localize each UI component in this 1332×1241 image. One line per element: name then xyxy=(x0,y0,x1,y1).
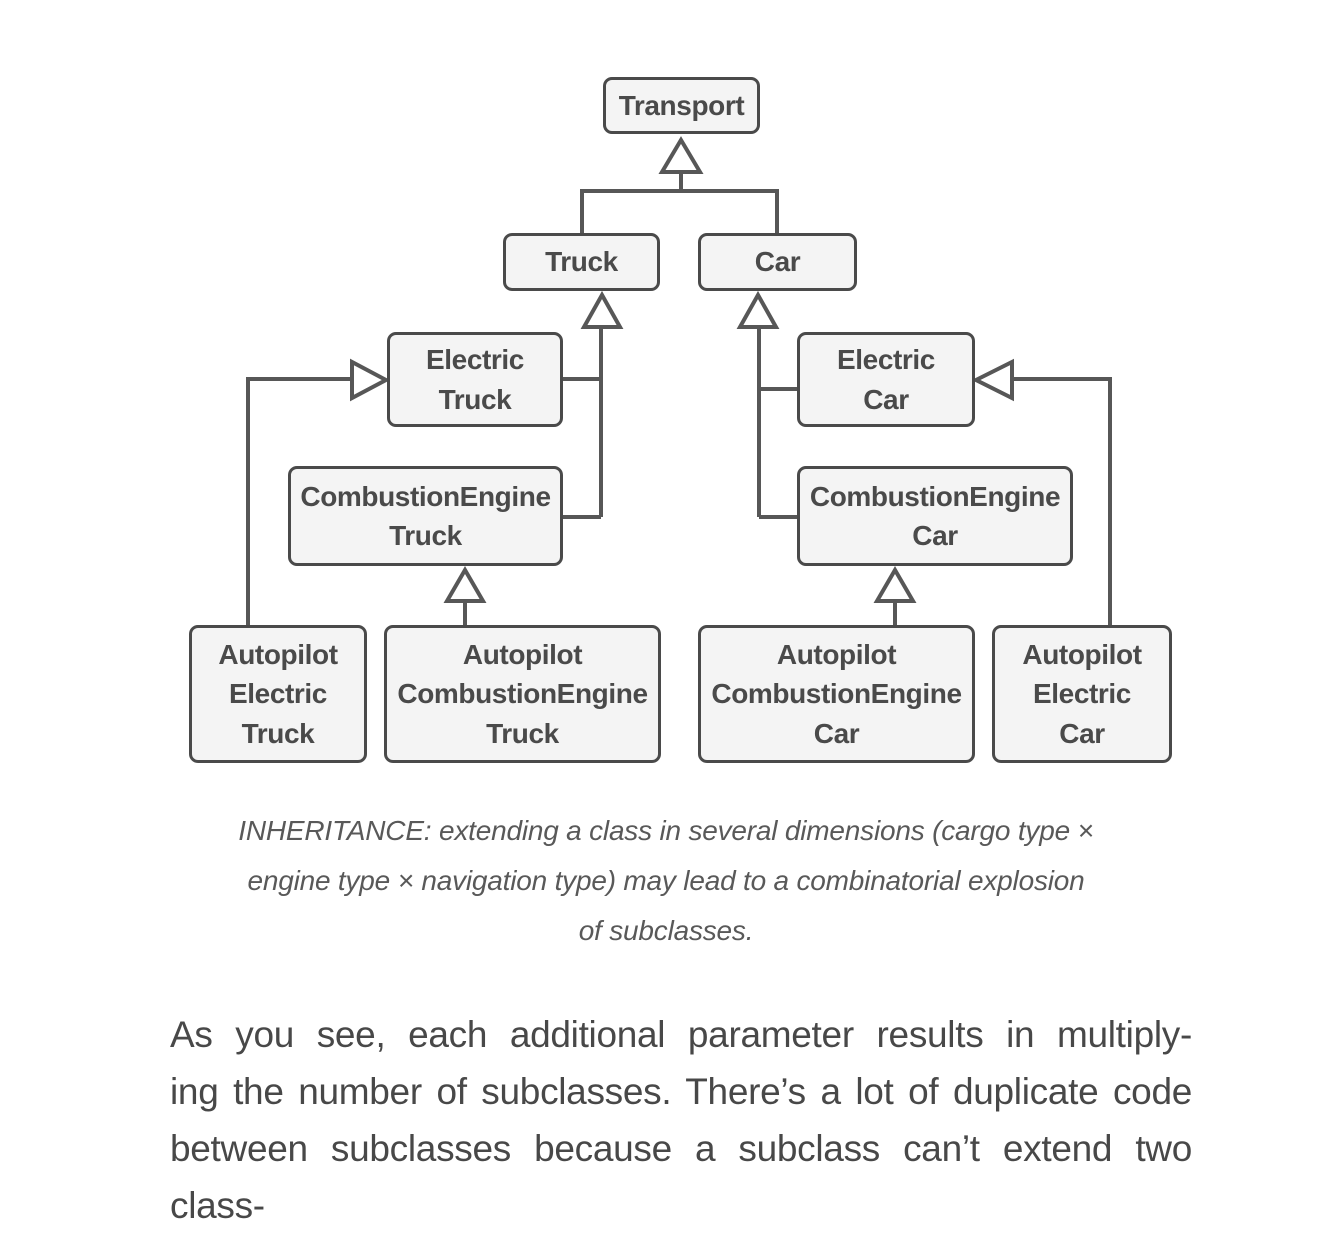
figure-caption-line: engine type × navigation type) may lead … xyxy=(247,865,1085,896)
uml-inheritance-diagram: Transport Truck Car Electric Truck Combu… xyxy=(189,77,1172,763)
class-box-car: Car xyxy=(698,233,857,291)
class-box-autopilot-combustionengine-truck: Autopilot CombustionEngine Truck xyxy=(384,625,661,763)
connector-autopilot-electric-car xyxy=(1012,377,1112,627)
connector-autopilot-electric-truck xyxy=(246,377,352,627)
class-box-autopilot-electric-car: Autopilot Electric Car xyxy=(992,625,1172,763)
class-box-transport: Transport xyxy=(603,77,760,134)
body-paragraph-line: As you see, each additional parameter re… xyxy=(170,1014,1192,1055)
inheritance-arrow-combustion-car-icon xyxy=(873,566,917,603)
inheritance-connectors xyxy=(246,136,1112,627)
inheritance-arrow-electric-truck-icon xyxy=(350,358,391,402)
body-paragraph-line: ing the number of subclasses. There’s a … xyxy=(170,1071,1192,1112)
class-box-autopilot-combustionengine-car: Autopilot CombustionEngine Car xyxy=(698,625,975,763)
body-paragraph-line: es at the same time. xyxy=(170,1234,1192,1241)
figure-caption-line: INHERITANCE: extending a class in severa… xyxy=(238,815,1094,846)
body-paragraph-line: between subclasses because a subclass ca… xyxy=(170,1128,1192,1226)
inheritance-arrow-transport-icon xyxy=(658,136,704,174)
figure-caption: INHERITANCE: extending a class in severa… xyxy=(66,806,1266,956)
connector-transport-fork xyxy=(580,189,779,233)
inheritance-arrow-electric-car-icon xyxy=(971,358,1014,402)
class-box-combustionengine-truck: CombustionEngine Truck xyxy=(288,466,563,566)
class-box-electric-truck: Electric Truck xyxy=(387,332,563,427)
figure-caption-line: of subclasses. xyxy=(578,915,754,946)
class-box-autopilot-electric-truck: Autopilot Electric Truck xyxy=(189,625,367,763)
inheritance-arrow-car-icon xyxy=(736,290,780,329)
inheritance-arrow-combustion-truck-icon xyxy=(443,566,487,603)
body-paragraph: As you see, each additional parameter re… xyxy=(170,1006,1192,1241)
class-box-truck: Truck xyxy=(503,233,660,291)
inheritance-arrow-truck-icon xyxy=(580,290,624,329)
class-box-electric-car: Electric Car xyxy=(797,332,975,427)
class-box-combustionengine-car: CombustionEngine Car xyxy=(797,466,1073,566)
